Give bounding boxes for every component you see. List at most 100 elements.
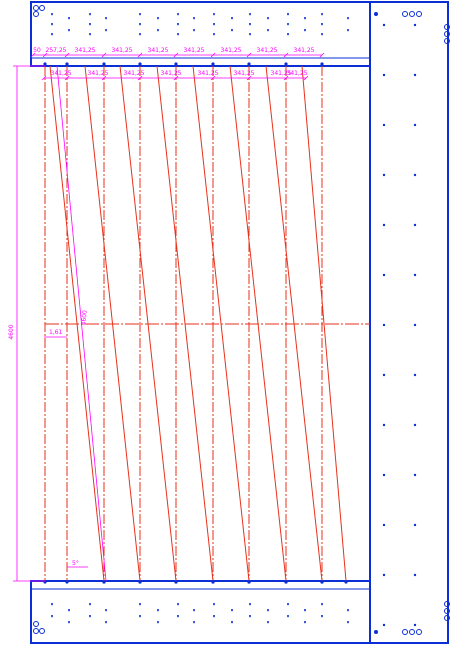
bolt-dot — [89, 615, 91, 618]
dimension-tick — [41, 75, 47, 81]
bolt-dot — [157, 609, 159, 612]
dimension-tick — [283, 75, 289, 81]
member-top-marker — [174, 62, 178, 66]
bolt-dot — [304, 621, 306, 624]
bolt-dot — [193, 29, 195, 32]
bolt-dot — [321, 13, 323, 16]
filled-node-icon — [374, 12, 378, 16]
top-dimension-label: 341,25 — [221, 47, 242, 54]
bolt-dot — [68, 29, 70, 32]
dimension-tick — [303, 75, 309, 81]
bolt-dot — [382, 523, 386, 527]
inclined-member — [301, 65, 347, 582]
bolt-dot — [139, 23, 141, 26]
bolt-dot — [51, 23, 53, 26]
angle-dimension-label: 5° — [72, 560, 79, 567]
bolt-dot — [267, 29, 269, 32]
bolt-dot — [249, 615, 251, 618]
bolt-dot — [177, 23, 179, 26]
bolt-dot — [249, 23, 251, 26]
bolt-dot — [105, 29, 107, 32]
bolt-dot — [382, 23, 386, 27]
bolt-dot — [177, 603, 179, 606]
bolt-dot — [177, 13, 179, 16]
bolt-dot — [68, 17, 70, 20]
bolt-dot — [267, 609, 269, 612]
second-dimension-label: 341,25 — [124, 70, 145, 77]
second-dimension-label: 341,25 — [198, 70, 219, 77]
bolt-dot — [413, 323, 417, 327]
top-dimension-label: 341,25 — [294, 47, 315, 54]
bolt-dot — [139, 603, 141, 606]
bolt-dot — [249, 33, 251, 36]
bolt-dot — [382, 273, 386, 277]
member-bottom-marker — [138, 580, 142, 584]
bolt-circle-icon — [39, 628, 45, 634]
bolt-dot — [413, 423, 417, 427]
dimension-tick — [283, 52, 289, 58]
top-beam-frame — [30, 1, 371, 67]
top-dimension-label: 341,25 — [184, 47, 205, 54]
top-dimension-label: 341,25 — [112, 47, 133, 54]
dimension-tick — [101, 75, 107, 81]
top-dimension-labels: 50 257,25 341,25 341,25 341,25 341,25 341,25 34… — [33, 47, 314, 54]
bolt-circle-icon — [39, 5, 45, 11]
second-dimension-label: 341,25 — [287, 70, 308, 77]
second-dimension-label: 341,25 — [271, 70, 292, 77]
dimension-tick — [173, 52, 179, 58]
bolt-dot — [287, 13, 289, 16]
bolt-dot — [89, 23, 91, 26]
bolt-dot — [89, 603, 91, 606]
second-dimension-label: 341,25 — [234, 70, 255, 77]
bolt-dot — [105, 17, 107, 20]
dimension-ticks — [30, 52, 325, 81]
bolt-circle-icon — [33, 5, 39, 11]
bolt-dot — [213, 23, 215, 26]
top-dimension-label: 341,25 — [257, 47, 278, 54]
bolt-dot — [51, 603, 53, 606]
bolt-dot — [89, 33, 91, 36]
bolt-dot — [249, 603, 251, 606]
member-bottom-marker — [65, 580, 69, 584]
bolt-symbols — [33, 5, 450, 635]
bolt-dot — [231, 621, 233, 624]
bolt-dot — [177, 33, 179, 36]
dimension-tick — [42, 52, 48, 58]
top-dimension-label: 50 — [33, 47, 41, 54]
diagonal-dimension-label: 4600 — [80, 310, 89, 326]
top-dimension-label: 257,25 — [46, 47, 67, 54]
member-bottom-marker — [247, 580, 251, 584]
right-column-dot-pattern — [382, 23, 417, 627]
top-dimension-label: 341,25 — [148, 47, 169, 54]
member-bottom-marker — [284, 580, 288, 584]
bolt-dot — [382, 123, 386, 127]
member-bottom-marker — [102, 580, 106, 584]
member-bottom-marker — [211, 580, 215, 584]
bolt-dot — [413, 173, 417, 177]
bolt-dot — [213, 603, 215, 606]
bolt-dot — [413, 473, 417, 477]
bolt-circle-icon — [33, 628, 39, 634]
dimension-tick — [137, 52, 143, 58]
bolt-dot — [382, 323, 386, 327]
bolt-dot — [321, 603, 323, 606]
bolt-dot — [347, 609, 349, 612]
member-top-marker — [43, 62, 47, 66]
bolt-dot — [139, 13, 141, 16]
second-dimension-label: 341,25 — [161, 70, 182, 77]
bolt-dot — [157, 29, 159, 32]
bolt-dot — [287, 615, 289, 618]
member-top-marker — [320, 62, 324, 66]
bolt-circle-icon — [416, 11, 422, 17]
bolt-circle-icon — [402, 11, 408, 17]
dimension-tick — [64, 75, 70, 81]
bolt-dot — [231, 609, 233, 612]
bolt-dot — [267, 17, 269, 20]
member-bottom-marker — [174, 580, 178, 584]
bolt-dot — [382, 173, 386, 177]
bolt-dot — [347, 621, 349, 624]
bolt-circle-icon — [33, 11, 39, 17]
bolt-dot — [347, 17, 349, 20]
bolt-dot — [347, 29, 349, 32]
